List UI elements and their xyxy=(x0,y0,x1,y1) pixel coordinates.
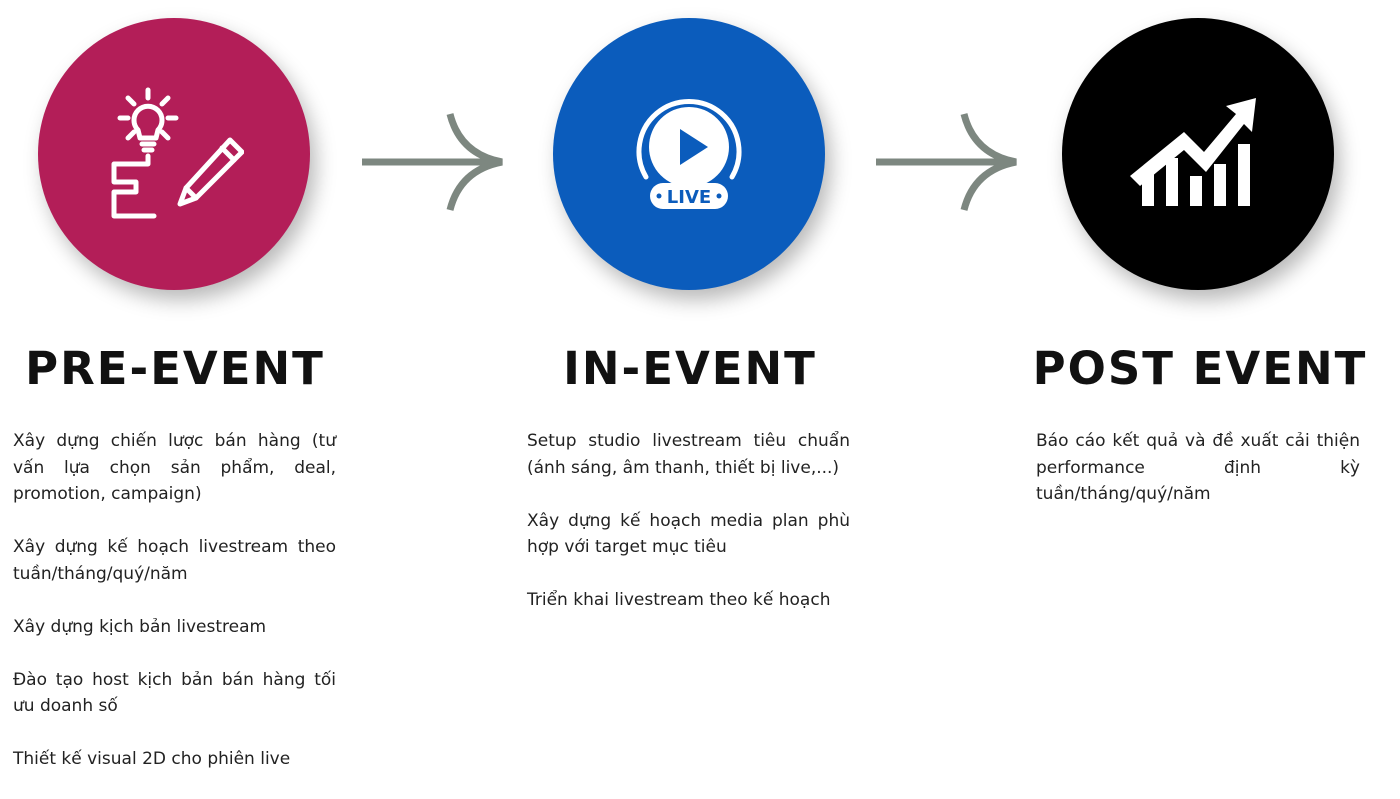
pre-event-list: Xây dựng chiến lược bán hàng (tư vấn lựa… xyxy=(13,428,336,799)
in-event-title: IN-EVENT xyxy=(563,342,817,395)
idea-pencil-icon xyxy=(111,87,244,219)
list-item: Thiết kế visual 2D cho phiên live xyxy=(13,749,291,769)
post-event-title: POST EVENT xyxy=(1032,342,1368,395)
pre-event-circle xyxy=(38,18,310,290)
list-item: Xây dựng kế hoạch media plan phù hợp với… xyxy=(527,510,850,558)
growth-chart-icon xyxy=(1130,98,1256,206)
list-item: Triển khai livestream theo kế hoạch xyxy=(527,590,831,610)
live-badge-text: LIVE xyxy=(667,187,711,208)
in-event-list: Setup studio livestream tiêu chuẩn (ánh … xyxy=(527,428,850,640)
in-event-circle: LIVE xyxy=(553,18,825,290)
pre-event-title: PRE-EVENT xyxy=(25,342,325,395)
arrow-right-icon xyxy=(876,113,1017,211)
list-item: Xây dựng kịch bản livestream xyxy=(13,616,267,637)
list-item: Xây dựng chiến lược bán hàng (tư vấn lựa… xyxy=(13,431,336,504)
post-event-circle xyxy=(1062,18,1334,290)
list-item: Xây dựng kế hoạch livestream theo tuần/t… xyxy=(13,537,336,584)
list-item: Báo cáo kết quả và đề xuất cải thiện per… xyxy=(1036,431,1360,504)
arrow-right-icon xyxy=(362,113,503,211)
live-play-icon: LIVE xyxy=(636,98,742,209)
list-item: Setup studio livestream tiêu chuẩn (ánh … xyxy=(527,431,850,478)
list-item: Đào tạo host kịch bản bán hàng tối ưu do… xyxy=(13,669,336,717)
post-event-list: Báo cáo kết quả và đề xuất cải thiện per… xyxy=(1036,428,1360,534)
